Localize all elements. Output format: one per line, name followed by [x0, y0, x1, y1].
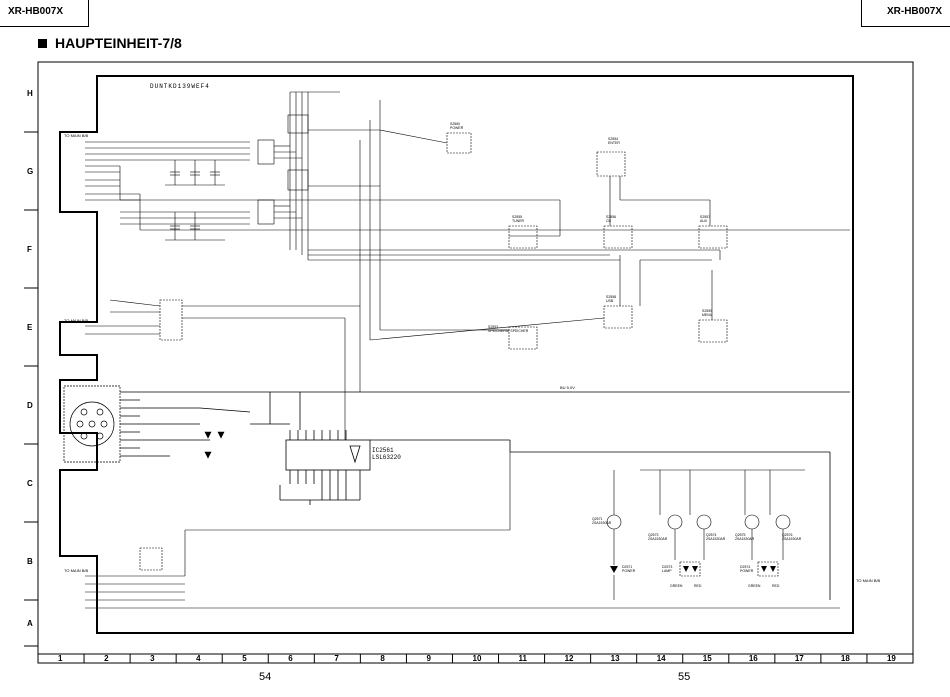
- connector-label-top: TO MAIN B/B: [64, 133, 88, 138]
- led-color-label: GREEN: [748, 584, 761, 588]
- column-label: 19: [887, 654, 896, 663]
- switch-boxes: [369, 129, 728, 350]
- column-label: 6: [288, 654, 293, 663]
- column-label: 15: [703, 654, 712, 663]
- row-label: F: [27, 245, 32, 254]
- row-label: A: [27, 619, 33, 628]
- outer-frame: [37, 61, 914, 655]
- switch-name-label: SPEICHERN/ SPEICHER: [488, 329, 529, 333]
- connector-label-mid: TO MAIN B/B: [64, 318, 88, 323]
- row-label: G: [27, 167, 33, 176]
- led-color-label: GREEN: [670, 584, 683, 588]
- transistor-type-label: 2SA1530AR: [648, 537, 668, 541]
- transistor-ref-label: Q2574: [706, 533, 717, 537]
- title-square-icon: [38, 38, 47, 48]
- connector-label-bottom: TO MAIN B/B: [64, 568, 88, 573]
- bus-label: BU 5.0V: [560, 385, 575, 390]
- row-label: D: [27, 401, 33, 410]
- column-label: 4: [196, 654, 201, 663]
- column-label: 7: [334, 654, 339, 663]
- transistor-ref-label: Q2575: [735, 533, 746, 537]
- column-label: 14: [657, 654, 666, 663]
- transistor-type-label: 2SA1530AR: [706, 537, 726, 541]
- column-label: 12: [565, 654, 574, 663]
- switch-ref-label: S2553: [488, 325, 498, 329]
- switch-name-label: MENU: [702, 313, 713, 317]
- column-label: 8: [380, 654, 385, 663]
- column-label: 2: [104, 654, 109, 663]
- connector-top-lines: [85, 141, 850, 236]
- switch-ref-label: S2557: [700, 215, 710, 219]
- board-code-label: DUNTKD139WEF4: [150, 83, 210, 90]
- column-label: 5: [242, 654, 247, 663]
- mid-connector: [85, 299, 360, 440]
- column-label: 17: [795, 654, 804, 663]
- page-title-text: HAUPTEINHEIT-7/8: [55, 35, 182, 51]
- switch-name-label: USB: [606, 299, 614, 303]
- column-label: 16: [749, 654, 758, 663]
- switch-name-label: TUNER: [512, 219, 525, 223]
- led-name-label: POWER: [622, 569, 636, 573]
- ic-part-label: LSL63220: [372, 454, 401, 461]
- transistor-type-label: 2SA1530AR: [782, 537, 802, 541]
- pcb-outline: [59, 75, 854, 634]
- led-name-label: LAMP: [662, 569, 672, 573]
- diodes: [204, 431, 225, 459]
- bottom-connector: [85, 452, 840, 609]
- switch-name-label: CD: [606, 219, 612, 223]
- transistor-ref-label: Q2571: [592, 517, 603, 521]
- column-label: 13: [611, 654, 620, 663]
- led-ref-label: D2574: [740, 565, 750, 569]
- ic-block: [250, 392, 831, 600]
- row-label: H: [27, 89, 33, 98]
- column-label: 9: [426, 654, 431, 663]
- ic-ref-label: IC2561: [372, 447, 394, 454]
- row-label: E: [27, 323, 33, 332]
- connector-label-right: TO MAIN B/B: [856, 578, 880, 583]
- transistor-ref-label: Q2576: [782, 533, 793, 537]
- switch-name-label: POWER: [450, 126, 464, 130]
- transistor-ref-label: Q2573: [648, 533, 659, 537]
- led-color-label: RED: [694, 584, 702, 588]
- column-label: 18: [841, 654, 850, 663]
- model-label-right: XR-HB007X: [861, 0, 950, 27]
- switch-ref-label: S2556: [606, 215, 616, 219]
- switch-ref-label: S2560: [450, 122, 460, 126]
- led-name-label: POWER: [740, 569, 754, 573]
- row-label: B: [27, 557, 33, 566]
- din-connector: [63, 385, 850, 463]
- column-label: 3: [150, 654, 155, 663]
- led-ref-label: D2571: [622, 565, 632, 569]
- switch-ref-label: S2555: [512, 215, 522, 219]
- led-ref-label: D2573: [662, 565, 672, 569]
- page-title: HAUPTEINHEIT-7/8: [38, 35, 182, 51]
- row-label: C: [27, 479, 33, 488]
- column-label: 1: [58, 654, 63, 663]
- page-number-right: 55: [678, 671, 691, 683]
- column-label: 11: [519, 654, 528, 663]
- capacitor-groups: [165, 160, 225, 241]
- switch-ref-label: S2559: [702, 309, 712, 313]
- resistor-arrays: [257, 91, 720, 392]
- switch-name-label: ENTER: [608, 141, 620, 145]
- column-label: 10: [473, 654, 482, 663]
- led-color-label: RED: [772, 584, 780, 588]
- model-label-left: XR-HB007X: [0, 0, 89, 27]
- switch-ref-label: S2554: [608, 137, 618, 141]
- transistor-type-label: 2SA1530AR: [592, 521, 612, 525]
- switch-ref-label: S2558: [606, 295, 616, 299]
- transistor-type-label: 2SA1530AR: [735, 537, 755, 541]
- led-symbols: [610, 566, 776, 573]
- page-number-left: 54: [259, 671, 272, 683]
- switch-name-label: AUX: [700, 219, 708, 223]
- transistor-area: [606, 469, 805, 600]
